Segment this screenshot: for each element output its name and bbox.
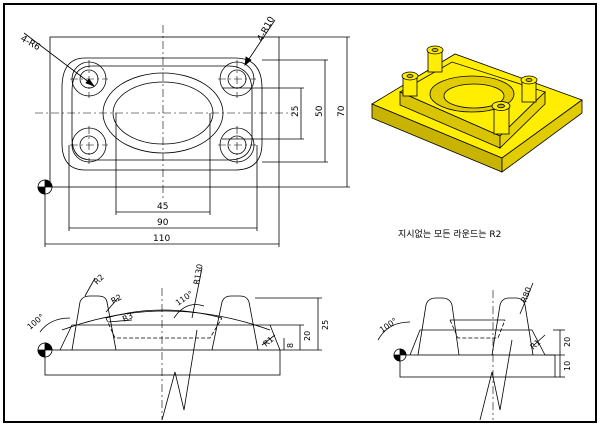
side-view-break-line xyxy=(479,339,513,421)
top-view xyxy=(23,19,350,247)
leader-4-r6-arrow xyxy=(85,78,96,87)
front-label-dim-20: 20 xyxy=(303,331,312,341)
label-dim-90: 90 xyxy=(157,218,169,228)
side-label-dim-20: 20 xyxy=(563,337,572,347)
label-dim-110: 110 xyxy=(153,234,170,244)
iso-pad-side xyxy=(499,91,546,149)
front-label-dim-25: 25 xyxy=(321,320,330,330)
front-view-r130-arc xyxy=(61,310,271,331)
iso-base-front-right xyxy=(501,99,583,173)
front-view-base xyxy=(44,349,281,376)
iso-boss-left xyxy=(401,71,419,97)
side-view-pad xyxy=(409,329,546,356)
leader-4-r10 xyxy=(244,19,276,66)
side-view-boss-left xyxy=(417,297,460,356)
top-view-base-outline xyxy=(49,36,280,188)
front-view-break-line xyxy=(161,329,198,421)
label-dim-70: 70 xyxy=(337,105,347,117)
label-dim-50: 50 xyxy=(315,105,325,117)
front-label-r2b: R2 xyxy=(110,293,124,306)
front-label-r130: R130 xyxy=(192,263,204,285)
side-label-dim-10: 10 xyxy=(563,361,572,371)
front-view-pad xyxy=(59,324,281,351)
front-label-r1: R1 xyxy=(262,335,276,349)
top-view-centerlines xyxy=(35,25,295,198)
leader-4-r10-arrow xyxy=(244,56,252,66)
side-view-boss-right xyxy=(491,297,534,356)
front-label-dim-8: 8 xyxy=(286,343,295,348)
side-view xyxy=(377,282,565,421)
top-view-pad-outline xyxy=(61,57,263,171)
side-label-r80: R80 xyxy=(519,286,533,304)
iso-boss-front xyxy=(491,101,511,135)
iso-boss-right xyxy=(520,75,538,103)
isometric-view xyxy=(371,45,583,173)
rounding-note: 지시없는 모든 라운드는 R2 xyxy=(398,229,501,240)
front-view-boss-left xyxy=(71,295,117,351)
label-4-r6: 4-R6 xyxy=(19,34,42,53)
side-label-angle-100: 100° xyxy=(378,316,399,334)
leader-4-r6 xyxy=(23,32,95,87)
label-dim-45: 45 xyxy=(157,202,168,212)
side-view-base xyxy=(399,354,556,378)
label-dim-25: 25 xyxy=(291,106,301,117)
front-label-r2: R2 xyxy=(92,273,106,287)
top-view-pad-inner xyxy=(71,65,253,161)
front-view xyxy=(37,267,322,421)
front-view-boss-right xyxy=(211,295,259,351)
iso-pocket-inner xyxy=(443,83,505,109)
label-4-r10: 4-R10 xyxy=(256,15,277,43)
front-label-r3: R3 xyxy=(121,311,134,324)
sheet-border xyxy=(3,3,597,423)
iso-boss-back xyxy=(426,45,444,73)
